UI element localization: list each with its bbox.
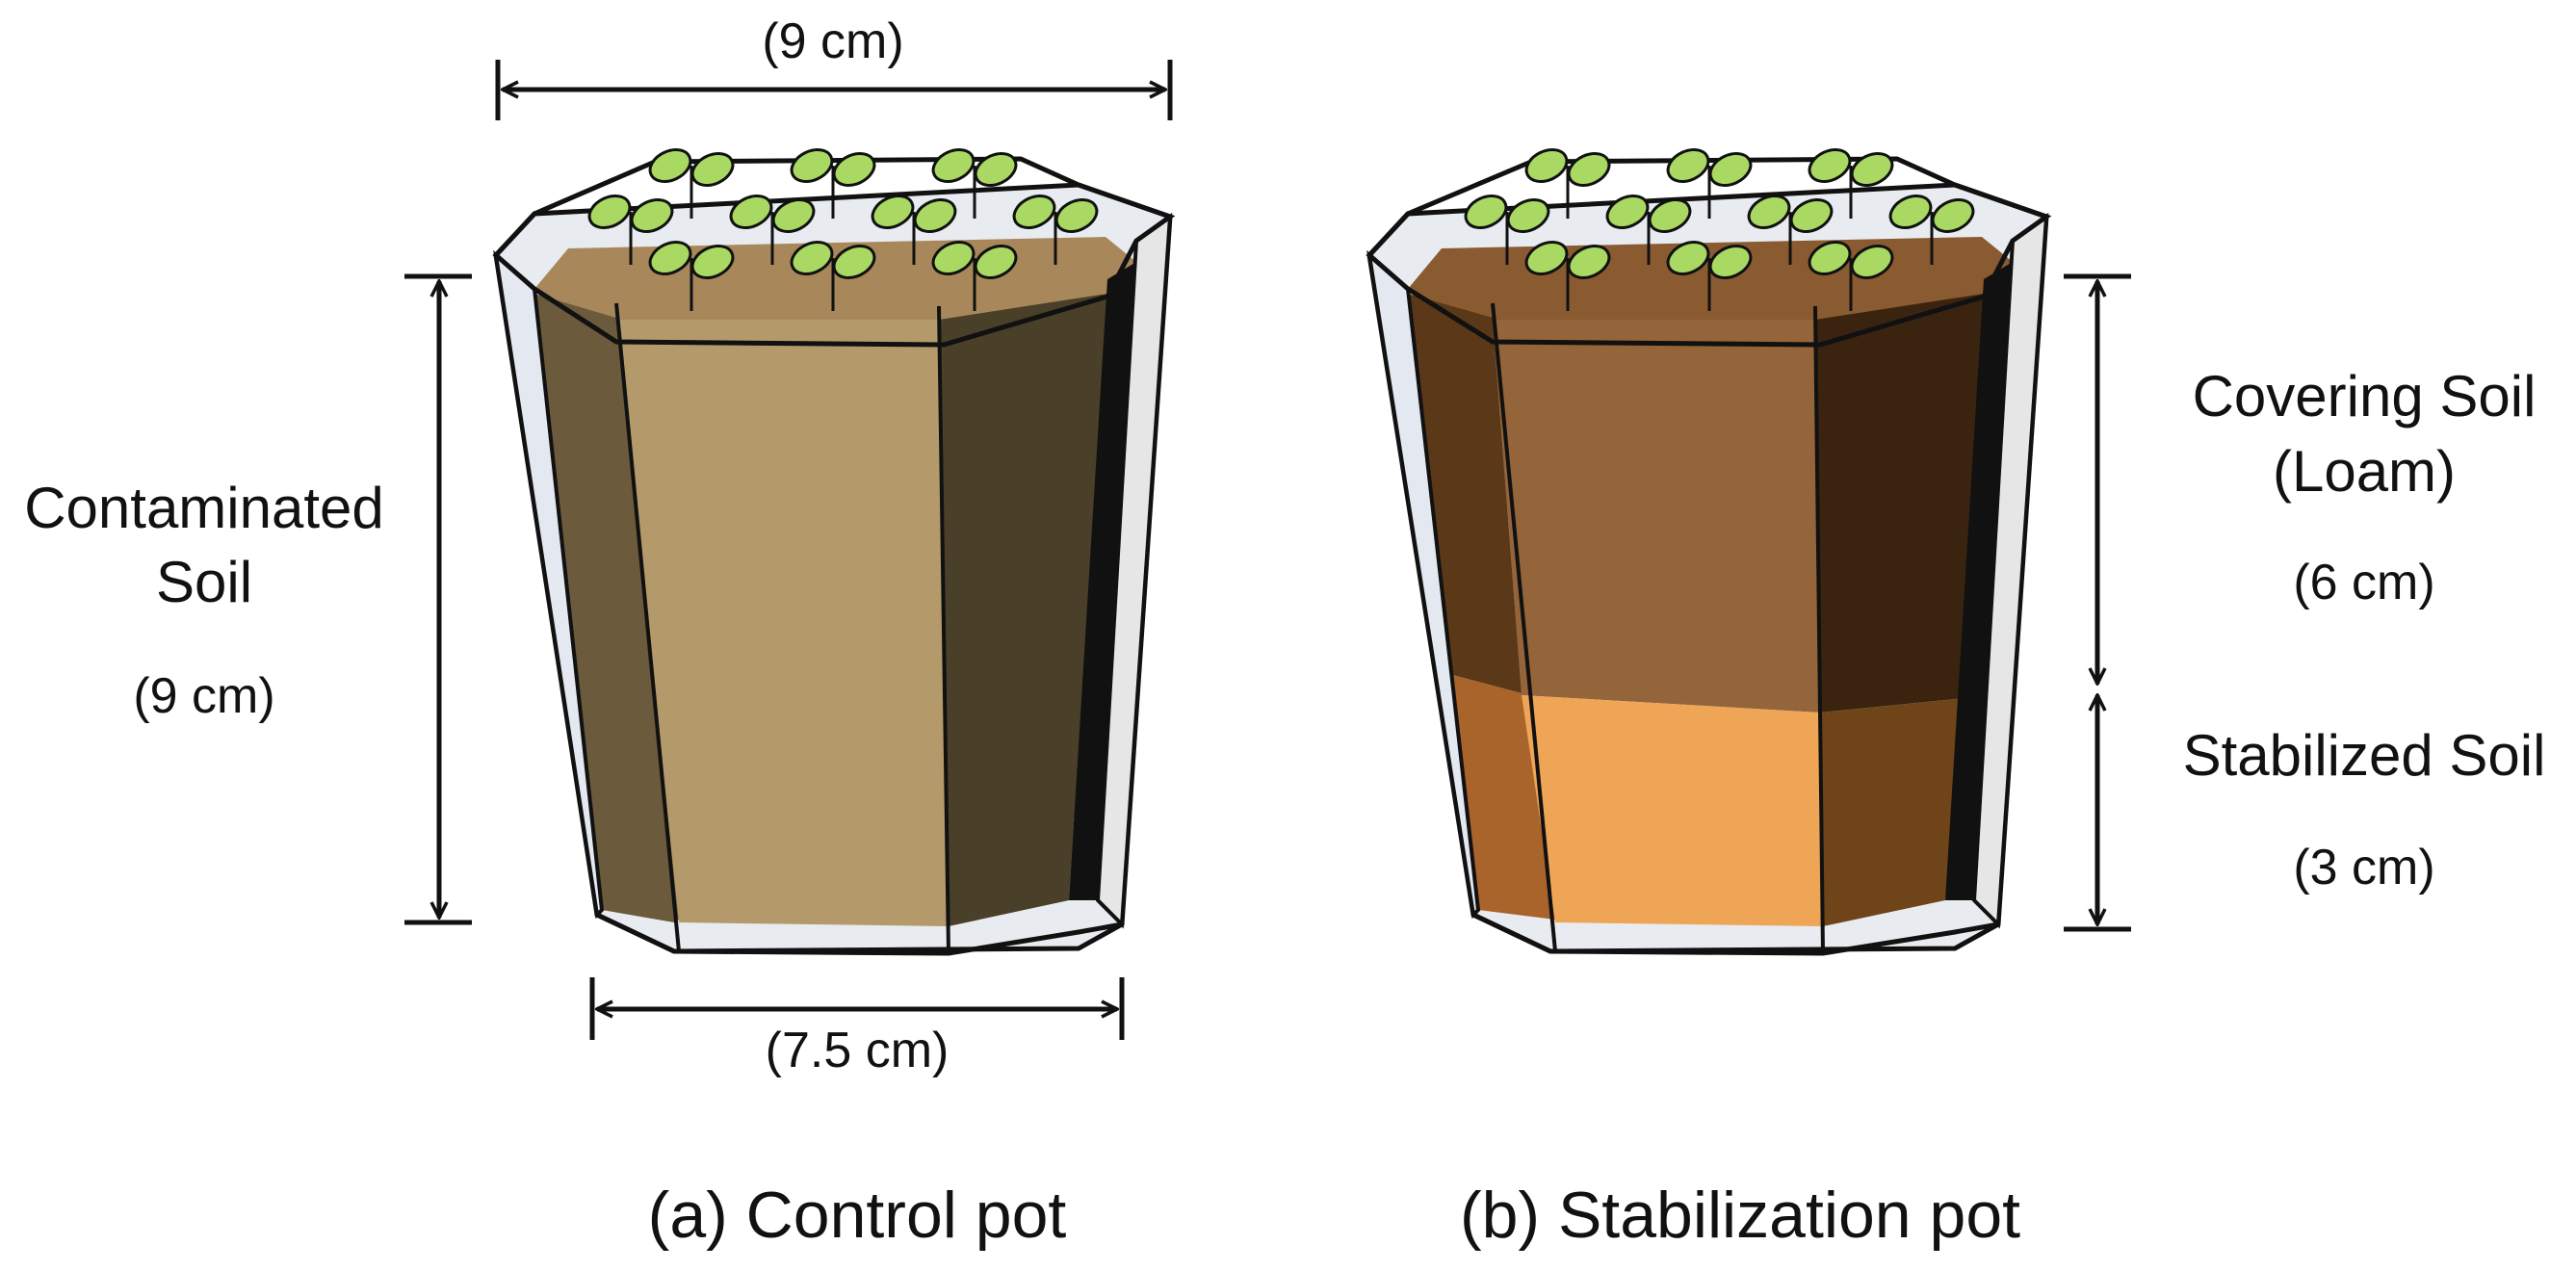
leaf-icon [729, 195, 773, 229]
leaf-icon [1524, 241, 1569, 275]
control-pot-front-edges [614, 302, 681, 952]
leaf-icon [790, 148, 834, 183]
caption-control: (a) Control pot [648, 1179, 1067, 1252]
leaf-icon [1708, 245, 1753, 279]
stab-pot-rim [1366, 156, 2052, 348]
covering-height-label: (6 cm) [2293, 555, 2434, 610]
stabilized-label: Stabilized Soil [2183, 723, 2546, 788]
control-height-label: (9 cm) [133, 668, 274, 724]
bottom-width-label: (7.5 cm) [766, 1023, 950, 1078]
control-seedlings [587, 148, 1099, 311]
top-width-label: (9 cm) [762, 13, 903, 69]
stabilized-right [1820, 698, 1965, 926]
leaf-icon [1506, 198, 1550, 233]
stabilized-front [1522, 695, 1823, 926]
stabilization-seedlings [1464, 148, 1975, 311]
covering-label-line1: Covering Soil [2193, 364, 2537, 428]
leaf-icon [1888, 195, 1933, 229]
leaf-icon [648, 241, 692, 275]
leaf-icon [931, 241, 976, 275]
loam-front [1493, 320, 1820, 713]
control-soil-right [939, 294, 1107, 926]
leaf-icon [1464, 195, 1508, 229]
leaf-icon [832, 245, 876, 279]
leaf-icon [1808, 148, 1852, 183]
contaminated-label-line2: Soil [156, 550, 252, 614]
leaf-icon [630, 198, 674, 233]
leaf-icon [587, 195, 632, 229]
leaf-icon [771, 198, 816, 233]
leaf-icon [648, 148, 692, 183]
leaf-icon [931, 148, 976, 183]
leaf-icon [790, 241, 834, 275]
leaf-icon [913, 198, 957, 233]
leaf-icon [1648, 198, 1692, 233]
contaminated-label-line1: Contaminated [24, 476, 384, 540]
control-pot [492, 148, 1176, 956]
leaf-icon [1666, 241, 1710, 275]
stab-pot-front-edge-right [1813, 305, 1825, 954]
leaf-icon [1931, 198, 1975, 233]
control-soil-front [616, 320, 949, 926]
leaf-icon [1666, 148, 1710, 183]
leaf-icon [1708, 152, 1753, 187]
stab-pot-bottom [1471, 912, 1999, 956]
control-soil-shadow [1069, 262, 1136, 900]
leaf-icon [974, 152, 1018, 187]
loam-right [1815, 294, 1984, 713]
control-pot-front-edge-right [937, 305, 950, 954]
leaf-icon [1850, 152, 1894, 187]
control-pot-rim [492, 156, 1176, 348]
control-pot-bottom [595, 912, 1123, 956]
leaf-icon [1850, 245, 1894, 279]
stab-pot-front-edge-left [1491, 302, 1557, 952]
leaf-icon [690, 152, 735, 187]
leaf-icon [1808, 241, 1852, 275]
leaf-icon [1789, 198, 1834, 233]
leaf-icon [1605, 195, 1650, 229]
leaf-icon [1012, 195, 1056, 229]
leaf-icon [1054, 198, 1099, 233]
leaf-icon [871, 195, 915, 229]
stabilization-pot [1366, 148, 2052, 956]
leaf-icon [1524, 148, 1569, 183]
caption-stabilization: (b) Stabilization pot [1460, 1179, 2020, 1252]
leaf-icon [690, 245, 735, 279]
leaf-icon [974, 245, 1018, 279]
stabilized-left [1449, 674, 1555, 920]
leaf-icon [1747, 195, 1791, 229]
stab-soil-shadow [1945, 262, 2013, 900]
leaf-icon [1567, 245, 1611, 279]
control-soil-left [534, 294, 679, 922]
leaf-icon [1567, 152, 1611, 187]
covering-label-line2: (Loam) [2273, 439, 2456, 504]
stabilized-height-label: (3 cm) [2293, 840, 2434, 895]
loam-left [1408, 294, 1522, 693]
leaf-icon [832, 152, 876, 187]
